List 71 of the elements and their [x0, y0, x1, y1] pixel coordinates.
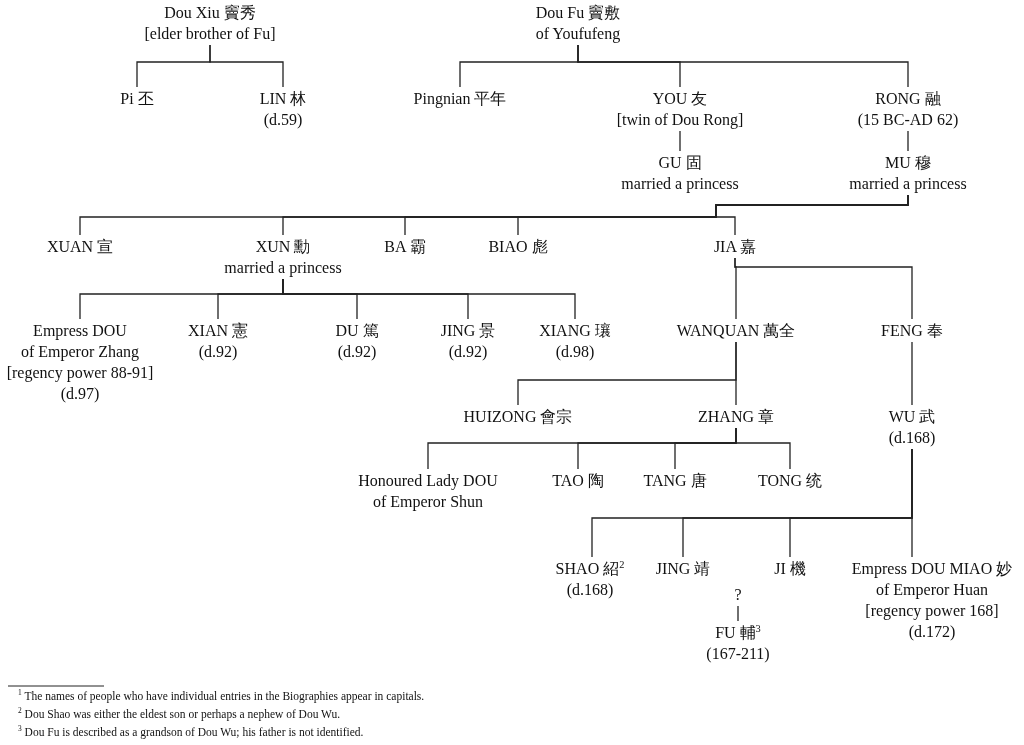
person-note: (d.59) — [262, 110, 304, 130]
person-note: (d.168) — [565, 580, 615, 600]
person-name: JIA 嘉 — [713, 237, 757, 257]
person-name: YOU 友 — [651, 89, 709, 109]
family-line — [911, 448, 913, 558]
person-name: TONG 统 — [757, 471, 823, 491]
person-note: of Emperor Huan — [875, 580, 989, 600]
person-name: XIAN 憲 — [188, 321, 248, 341]
person-note: [regency power 168] — [864, 601, 1000, 621]
family-line — [735, 341, 737, 406]
person-name: XUN 勳 — [254, 237, 312, 257]
person-note: [regency power 88-91] — [6, 363, 154, 383]
person-name: MU 穆 — [884, 153, 932, 173]
person-name: TAO 陶 — [552, 471, 604, 491]
family-line — [735, 427, 791, 470]
footnote: $^{2}$ Dou Shao was either the eldest son or perhaps a nephew of Dou Wu. — [18, 708, 341, 720]
person-note: (d.92) — [447, 342, 489, 362]
person-note: married a princess — [224, 258, 342, 278]
person-name: DU 篤 — [335, 321, 379, 341]
person-note: (d.97) — [59, 384, 101, 404]
person-name: GU 固 — [657, 153, 703, 173]
person-name: Dou Fu 竇敷 — [535, 3, 621, 23]
person-name: ZHANG 章 — [698, 407, 774, 427]
person-note: of Youfufeng — [535, 24, 621, 44]
person-name: TANG 唐 — [643, 471, 707, 491]
person-note: of Emperor Shun — [371, 492, 485, 512]
person-name: Empress DOU — [32, 321, 128, 341]
family-line — [577, 44, 909, 88]
person-name: BIAO 彪 — [488, 237, 548, 257]
person-note: (15 BC-AD 62) — [857, 110, 959, 130]
person-note: (d.92) — [197, 342, 239, 362]
family-line — [734, 257, 913, 320]
person-name: BA 霸 — [384, 237, 426, 257]
person-name: FU 輔$^{3}$ — [714, 622, 762, 643]
person-name: Dou Xiu 竇秀 — [163, 3, 257, 23]
person-name: XIANG 瓖 — [539, 321, 611, 341]
person-note: [elder brother of Fu] — [144, 24, 276, 44]
family-line — [737, 605, 739, 622]
person-note: married a princess — [621, 174, 739, 194]
person-note: (d.98) — [554, 342, 596, 362]
person-name: FENG 奉 — [881, 321, 943, 341]
person-note: of Emperor Zhang — [19, 342, 141, 362]
person-name: Honoured Lady DOU — [358, 471, 498, 491]
person-name: LIN 林 — [259, 89, 307, 109]
person-note: [twin of Dou Rong] — [616, 110, 744, 130]
person-note: married a princess — [849, 174, 967, 194]
footnote: $^{3}$ Dou Fu is described as a grandson of Dou Wu; his father is not identified. — [18, 726, 364, 738]
family-line — [715, 194, 909, 236]
person-name: Pi 丕 — [120, 89, 154, 109]
person-note: (d.172) — [907, 622, 957, 642]
person-note: (d.92) — [336, 342, 378, 362]
family-line — [911, 341, 913, 406]
person-name: JI 機 — [774, 559, 806, 579]
family-line — [282, 278, 576, 320]
person-name: ? — [734, 585, 742, 605]
person-name: WANQUAN 萬全 — [676, 321, 796, 341]
family-line — [907, 130, 909, 152]
person-name: XUAN 宣 — [46, 237, 114, 257]
person-name: HUIZONG 會宗 — [463, 407, 573, 427]
person-note: (167-211) — [706, 644, 770, 664]
person-name: JING 靖 — [655, 559, 711, 579]
person-note: (d.168) — [888, 428, 936, 448]
family-line — [209, 44, 284, 88]
person-name: Empress DOU MIAO 妙 — [851, 559, 1013, 579]
person-name: Pingnian 平年 — [413, 89, 507, 109]
person-name: WU 武 — [888, 407, 936, 427]
person-name: JING 景 — [440, 321, 496, 341]
family-line — [679, 130, 681, 152]
person-name: RONG 融 — [874, 89, 942, 109]
person-name: SHAO 紹$^{2}$ — [555, 558, 625, 579]
footnote: $^{1}$ The names of people who have individual entries in the Biographies appear in capitals. — [18, 690, 425, 702]
